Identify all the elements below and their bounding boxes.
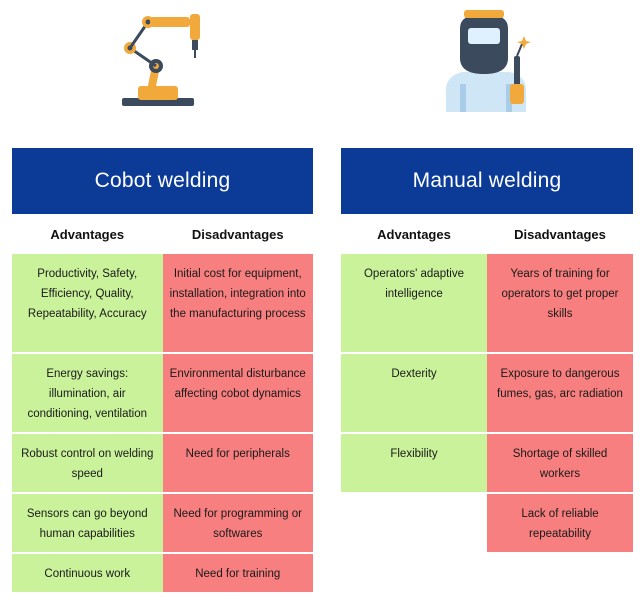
disadvantage-cell: Lack of reliable repeatability [487, 494, 633, 554]
manual-title: Manual welding [341, 148, 633, 214]
cobot-disadvantages-column: Initial cost for equipment, installation… [162, 254, 313, 594]
advantage-cell: Flexibility [341, 434, 487, 494]
cobot-column-headers: Advantages Disadvantages [12, 214, 313, 254]
cobot-table: Productivity, Safety, Efficiency, Qualit… [12, 254, 313, 594]
disadvantage-cell: Exposure to dangerous fumes, gas, arc ra… [487, 354, 633, 434]
disadvantage-cell: Need for training [162, 554, 313, 594]
cobot-title: Cobot welding [12, 148, 313, 214]
manual-welding-panel: Manual welding Advantages Disadvantages … [341, 148, 633, 554]
cobot-welding-panel: Cobot welding Advantages Disadvantages P… [12, 148, 313, 594]
cobot-advantages-heading: Advantages [50, 226, 125, 242]
advantage-cell: Continuous work [12, 554, 163, 594]
advantage-cell: Robust control on welding speed [12, 434, 163, 494]
disadvantage-cell: Years of training for operators to get p… [487, 254, 633, 354]
manual-disadvantages-heading: Disadvantages [514, 226, 606, 242]
advantage-cell: Productivity, Safety, Efficiency, Qualit… [12, 254, 163, 354]
disadvantage-cell: Environmental disturbance affecting cobo… [162, 354, 313, 434]
cobot-disadvantages-heading: Disadvantages [191, 226, 284, 242]
welder-icon [440, 8, 536, 112]
robot-arm-icon [112, 8, 208, 112]
disadvantage-cell: Shortage of skilled workers [487, 434, 633, 494]
advantage-cell: Dexterity [341, 354, 487, 434]
disadvantage-cell: Need for programming or softwares [162, 494, 313, 554]
disadvantage-cell: Need for peripherals [162, 434, 313, 494]
advantage-cell: Sensors can go beyond human capabilities [12, 494, 163, 554]
manual-advantages-heading: Advantages [377, 226, 451, 242]
cobot-advantages-column: Productivity, Safety, Efficiency, Qualit… [12, 254, 163, 594]
manual-disadvantages-column: Years of training for operators to get p… [487, 254, 633, 554]
disadvantage-cell: Initial cost for equipment, installation… [162, 254, 313, 354]
advantage-cell: Energy savings: illumination, air condit… [12, 354, 163, 434]
advantage-cell: Operators' adaptive intelligence [341, 254, 487, 354]
manual-table: Operators' adaptive intelligence Dexteri… [341, 254, 633, 554]
manual-column-headers: Advantages Disadvantages [341, 214, 633, 254]
manual-advantages-column: Operators' adaptive intelligence Dexteri… [341, 254, 487, 554]
